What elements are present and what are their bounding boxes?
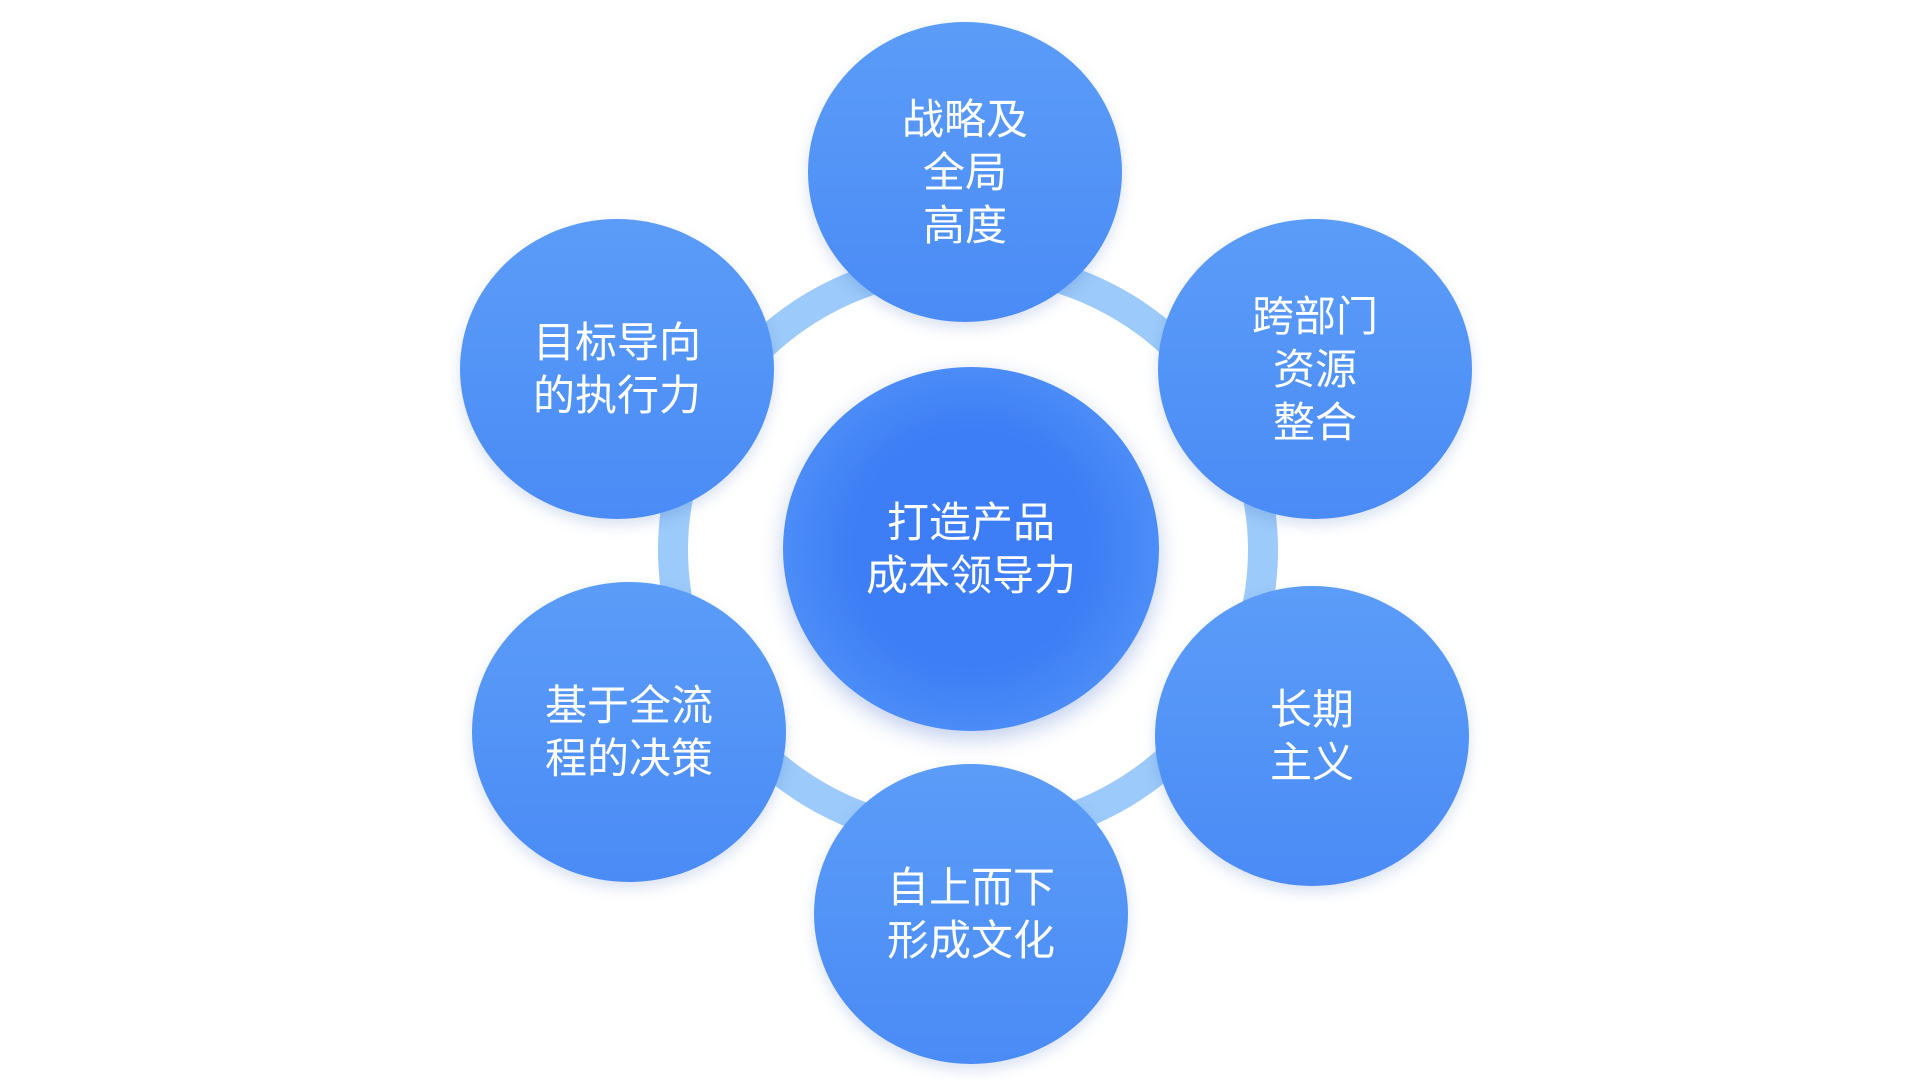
node-line: 基于全流 [544,681,713,730]
node-label: 目标导向 的执行力 [533,316,701,422]
node-line: 主义 [1269,738,1354,787]
node-label: 自上而下 形成文化 [887,861,1055,967]
node-label: 基于全流 程的决策 [545,679,713,785]
node-line: 长期 [1269,685,1354,734]
node-line: 资源 [1272,344,1357,394]
node-line: 程的决策 [544,734,713,783]
node-line: 全局 [922,147,1007,197]
node-top-down-culture: 自上而下 形成文化 [814,764,1128,1064]
node-line: 形成文化 [886,916,1055,965]
node-line: 的执行力 [532,371,701,420]
node-line: 自上而下 [886,863,1055,912]
node-line: 高度 [922,200,1007,250]
center-node-line-2: 成本领导力 [865,551,1076,600]
node-label: 长期 主义 [1270,683,1354,789]
center-node-cost-leadership: 打造产品 成本领导力 [783,367,1159,731]
node-line: 跨部门 [1251,291,1378,341]
node-full-process-decision: 基于全流 程的决策 [472,582,786,882]
node-long-termism: 长期 主义 [1155,586,1469,886]
node-line: 整合 [1272,397,1357,447]
node-line: 目标导向 [532,318,701,367]
node-strategy-global-height: 战略及 全局 高度 [808,22,1122,322]
node-goal-oriented-execution: 目标导向 的执行力 [460,219,774,519]
center-node-line-1: 打造产品 [886,498,1055,547]
node-line: 战略及 [901,94,1028,144]
center-node-label: 打造产品 成本领导力 [866,496,1076,602]
node-cross-department-resource-integration: 跨部门 资源 整合 [1158,219,1472,519]
node-label: 战略及 全局 高度 [902,93,1028,252]
node-label: 跨部门 资源 整合 [1252,290,1378,449]
